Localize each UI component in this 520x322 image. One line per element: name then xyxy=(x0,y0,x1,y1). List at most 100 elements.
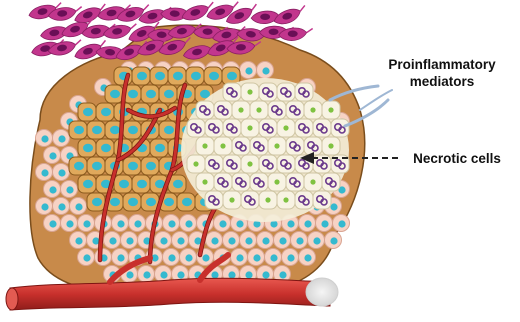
necrotic-cell xyxy=(205,191,223,209)
necrotic-cell xyxy=(241,83,259,101)
necrotic-cell xyxy=(214,101,232,119)
immune-cell xyxy=(272,5,308,27)
necrotic-cell xyxy=(250,173,268,191)
necrotic-cell xyxy=(214,173,232,191)
necrotic-cell xyxy=(313,191,331,209)
necrotic-cell xyxy=(322,101,340,119)
healthy-cell xyxy=(36,198,53,215)
healthy-cell xyxy=(180,249,197,266)
necrotic-cell xyxy=(196,173,214,191)
healthy-cell xyxy=(223,232,240,249)
healthy-cell xyxy=(248,249,265,266)
necrotic-cell xyxy=(268,173,286,191)
healthy-cell xyxy=(44,147,61,164)
necrotic-cell xyxy=(187,119,205,137)
necrotic-cell xyxy=(241,119,259,137)
healthy-cell xyxy=(53,198,70,215)
tumor-cell xyxy=(168,67,186,85)
healthy-cell xyxy=(70,198,87,215)
necrotic-core xyxy=(181,78,349,222)
healthy-cell xyxy=(95,249,112,266)
healthy-cell xyxy=(257,232,274,249)
necrotic-cell xyxy=(277,191,295,209)
necrotic-cell xyxy=(241,155,259,173)
necrotic-cell xyxy=(304,137,322,155)
necrotic-cells-label: Necrotic cells xyxy=(402,150,512,167)
necrotic-cell xyxy=(322,173,340,191)
necrotic-cell xyxy=(268,137,286,155)
necrotic-cell xyxy=(259,191,277,209)
healthy-cell xyxy=(240,62,257,79)
healthy-cell xyxy=(53,164,70,181)
tumor-cell xyxy=(141,85,159,103)
tumor-cell xyxy=(87,157,105,175)
tumor-cell xyxy=(204,67,222,85)
necrotic-cell xyxy=(241,191,259,209)
healthy-cell xyxy=(53,130,70,147)
necrotic-cell xyxy=(277,155,295,173)
healthy-cell xyxy=(163,215,180,232)
necrotic-cell xyxy=(304,101,322,119)
tumor-cell xyxy=(132,67,150,85)
necrotic-cell xyxy=(223,191,241,209)
healthy-cell xyxy=(214,215,231,232)
necrotic-cell xyxy=(187,155,205,173)
healthy-cell xyxy=(155,232,172,249)
healthy-cell xyxy=(78,249,95,266)
necrotic-cell xyxy=(268,101,286,119)
tumor-cell xyxy=(141,157,159,175)
healthy-cell xyxy=(231,249,248,266)
tumor-cell xyxy=(96,139,114,157)
tumor-cell xyxy=(150,139,168,157)
healthy-cell xyxy=(291,232,308,249)
tumor-cell xyxy=(69,121,87,139)
healthy-cell xyxy=(36,164,53,181)
tumor-cell xyxy=(123,193,141,211)
necrotic-cell xyxy=(250,137,268,155)
healthy-cell xyxy=(44,215,61,232)
healthy-cell xyxy=(121,232,138,249)
tumor-cell xyxy=(186,67,204,85)
necrotic-cell xyxy=(295,191,313,209)
tumor-cell xyxy=(132,175,150,193)
proinflammatory-line1: Proinflammatory xyxy=(372,56,512,73)
tumor-cell xyxy=(78,103,96,121)
tumor-cell xyxy=(114,175,132,193)
tumor-cell xyxy=(69,157,87,175)
necrotic-cell xyxy=(214,137,232,155)
healthy-cell xyxy=(138,266,155,283)
tumor-cell xyxy=(123,157,141,175)
healthy-cell xyxy=(129,215,146,232)
tumor-cell xyxy=(123,121,141,139)
necrotic-cell xyxy=(205,155,223,173)
tumor-cell xyxy=(150,67,168,85)
healthy-cell xyxy=(257,62,274,79)
necrotic-cell xyxy=(196,137,214,155)
necrotic-cell xyxy=(286,173,304,191)
necrotic-cell xyxy=(205,119,223,137)
necrotic-cell xyxy=(259,155,277,173)
necrotic-cell xyxy=(295,119,313,137)
healthy-cell xyxy=(333,215,350,232)
vessel-cut-end xyxy=(306,278,338,306)
necrotic-cell xyxy=(223,155,241,173)
necrotic-cell xyxy=(277,119,295,137)
necrotic-cell xyxy=(223,83,241,101)
healthy-cell xyxy=(163,249,180,266)
necrotic-cell xyxy=(295,83,313,101)
necrotic-cell xyxy=(259,119,277,137)
necrotic-cell xyxy=(322,137,340,155)
necrotic-cell xyxy=(232,173,250,191)
necrotic-cell xyxy=(223,119,241,137)
healthy-cell xyxy=(299,249,316,266)
proinflammatory-mediators-label: Proinflammatory mediators xyxy=(372,56,512,90)
healthy-cell xyxy=(70,232,87,249)
proinflammatory-line2: mediators xyxy=(372,73,512,90)
healthy-cell xyxy=(112,249,129,266)
healthy-cell xyxy=(44,181,61,198)
healthy-cell xyxy=(78,215,95,232)
necrotic-cell xyxy=(277,83,295,101)
tumor-cell xyxy=(159,121,177,139)
necrotic-cell xyxy=(313,119,331,137)
tumor-cell xyxy=(87,121,105,139)
